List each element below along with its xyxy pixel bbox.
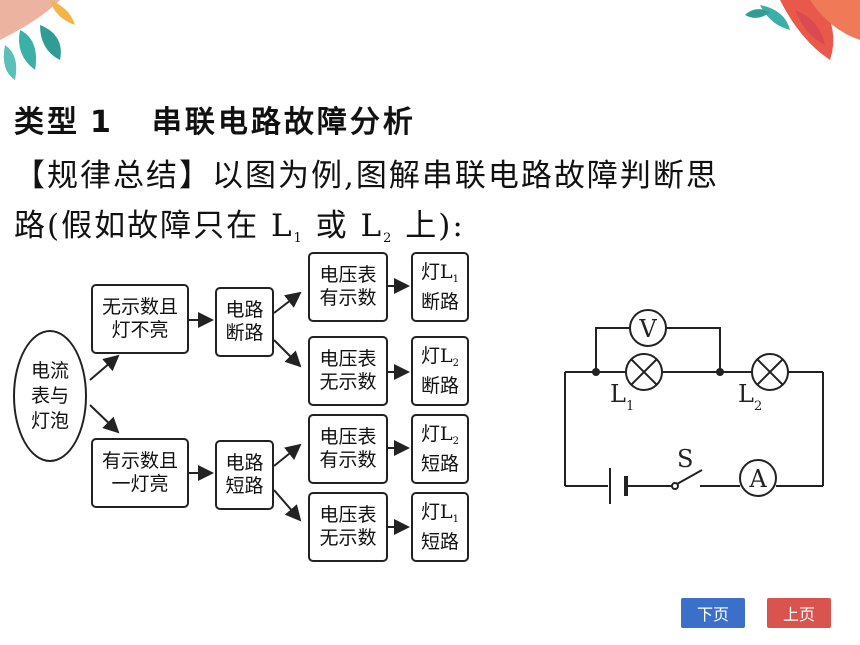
vh2-a: 电压表: [319, 426, 377, 448]
lamp2-icon: [751, 353, 789, 391]
flow-root: 电流 表与 灯泡: [13, 330, 87, 462]
heading-title: 串联电路故障分析: [151, 105, 416, 140]
concl3-fault: 短路: [420, 452, 459, 475]
open-1: 电路: [225, 299, 264, 321]
concl1-fault: 断路: [420, 290, 459, 313]
concl2-lamp: 灯L2: [421, 345, 459, 375]
junction-right: [716, 368, 724, 376]
vh1-a: 电压表: [319, 264, 377, 286]
junction-left: [592, 368, 600, 376]
conclusion-4: 灯L1 短路: [411, 492, 469, 562]
vn1-a: 电压表: [319, 348, 377, 370]
next-page-button[interactable]: 下页: [681, 598, 745, 628]
vh2-b: 有示数: [319, 449, 377, 471]
lamp1-label: L1: [610, 380, 634, 414]
concl2-sub: 2: [452, 357, 459, 369]
arrow-open-none: [273, 339, 302, 368]
vh1-b: 有示数: [319, 287, 377, 309]
conclusion-1: 灯L1 断路: [411, 252, 469, 322]
arrow-short-has: [273, 443, 302, 467]
cond-bottom-1: 有示数且: [101, 450, 178, 472]
short-2: 短路: [225, 475, 264, 497]
concl3-lamp-text: 灯L: [421, 422, 453, 445]
voltmeter-has-reading-1: 电压表 有示数: [308, 252, 388, 322]
concl3-lamp: 灯L2: [421, 423, 459, 453]
concl4-sub: 1: [452, 513, 459, 525]
lamp1-icon: [625, 353, 663, 391]
intro-line-2: 路(假如故障只在 L1 或 L2 上):: [14, 200, 465, 246]
wire-volt-left: [595, 327, 630, 372]
heading-number: 1: [90, 105, 114, 140]
open-2: 断路: [225, 322, 264, 344]
intro-text-c: 上):: [393, 208, 465, 244]
voltmeter-label: V: [638, 315, 657, 343]
intro-sub-2: 2: [383, 231, 394, 246]
short-1: 电路: [225, 452, 264, 474]
root-line-2: 表与: [30, 384, 69, 407]
arrow-root-top: [89, 354, 120, 381]
voltmeter-icon: V: [629, 309, 667, 347]
section-heading: 类型 1 串联电路故障分析: [14, 97, 416, 141]
cond-bottom-2: 一灯亮: [111, 473, 169, 495]
cond-top-1: 无示数且: [101, 296, 178, 318]
intro-text-a: 路(假如故障只在 L: [14, 208, 294, 244]
concl4-lamp-text: 灯L: [421, 500, 453, 523]
concl4-lamp: 灯L1: [421, 501, 459, 531]
ammeter-icon: A: [739, 459, 777, 497]
voltmeter-no-reading-2: 电压表 无示数: [308, 492, 388, 562]
battery-icon: [609, 468, 628, 504]
voltmeter-has-reading-2: 电压表 有示数: [308, 414, 388, 484]
ammeter-label: A: [748, 465, 767, 493]
switch-label: S: [677, 445, 693, 473]
root-line-3: 灯泡: [30, 409, 69, 432]
result-short-circuit: 电路 短路: [215, 440, 274, 510]
concl3-sub: 2: [452, 435, 459, 447]
root-line-1: 电流: [30, 359, 69, 382]
leaf-top-left-icon: [0, 0, 75, 80]
wire-volt-right: [666, 327, 721, 372]
heading-prefix: 类型: [14, 105, 80, 140]
vn2-b: 无示数: [319, 527, 377, 549]
arrow-short-none: [273, 489, 302, 522]
arrow-root-bottom: [89, 404, 120, 434]
concl1-lamp-text: 灯L: [421, 260, 453, 283]
leaf-top-right-icon: [745, 0, 860, 60]
cond-top-2: 灯不亮: [111, 319, 169, 341]
condition-has-reading: 有示数且 一灯亮: [91, 438, 189, 508]
concl2-fault: 断路: [420, 374, 459, 397]
result-open-circuit: 电路 断路: [215, 287, 274, 357]
concl1-sub: 1: [452, 273, 459, 285]
voltmeter-no-reading-1: 电压表 无示数: [308, 336, 388, 406]
concl1-lamp: 灯L1: [421, 261, 459, 291]
intro-line-1: 【规律总结】以图为例,图解串联电路故障判断思: [14, 158, 719, 194]
concl4-fault: 短路: [420, 530, 459, 553]
condition-no-reading: 无示数且 灯不亮: [91, 284, 189, 354]
intro-text-b: 或 L: [303, 208, 384, 244]
conclusion-2: 灯L2 断路: [411, 336, 469, 406]
prev-page-button[interactable]: 上页: [767, 598, 831, 628]
concl2-lamp-text: 灯L: [421, 344, 453, 367]
switch-icon: [671, 469, 703, 490]
vn2-a: 电压表: [319, 504, 377, 526]
lamp2-label: L2: [738, 380, 762, 414]
arrow-open-has: [273, 291, 302, 314]
intro-sub-1: 1: [293, 231, 304, 246]
conclusion-3: 灯L2 短路: [411, 414, 469, 484]
vn1-b: 无示数: [319, 371, 377, 393]
